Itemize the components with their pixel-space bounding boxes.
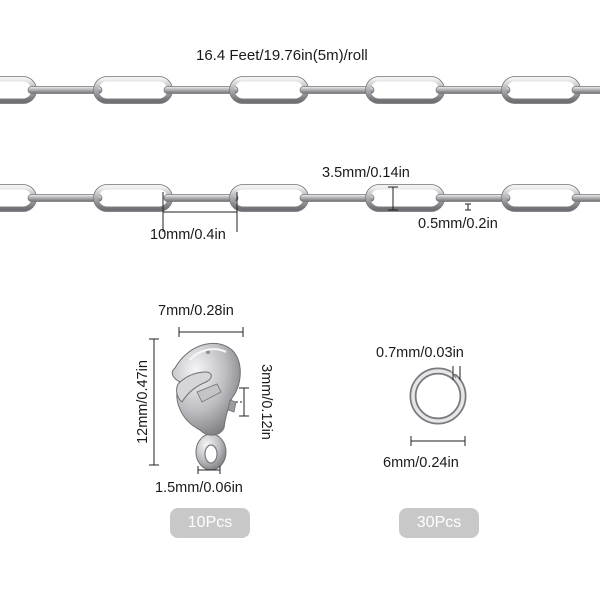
chain-link <box>365 184 445 212</box>
chain-row-top <box>0 76 600 104</box>
chain-link <box>299 194 375 202</box>
wire-thickness-dimension <box>465 203 471 211</box>
wire-thickness-label: 0.5mm/0.2in <box>418 216 498 232</box>
jump-ring <box>409 367 467 425</box>
chain-link <box>501 76 581 104</box>
chain-link <box>27 194 103 202</box>
ring-thickness-dimension <box>452 366 461 380</box>
chain-link <box>27 86 103 94</box>
chain-link <box>435 194 511 202</box>
chain-link <box>229 184 309 212</box>
chain-link <box>435 86 511 94</box>
chain-link <box>571 86 600 94</box>
chain-row-bottom <box>0 184 600 212</box>
clasp-width-dimension <box>178 327 244 337</box>
chain-link <box>501 184 581 212</box>
ring-thickness-label: 0.7mm/0.03in <box>376 345 464 361</box>
link-width-label: 3.5mm/0.14in <box>322 165 410 181</box>
chain-link <box>299 86 375 94</box>
chain-link <box>163 194 239 202</box>
link-width-dimension <box>388 186 398 211</box>
ring-quantity-badge: 30Pcs <box>399 508 479 538</box>
clasp-height-label: 12mm/0.47in <box>135 360 151 444</box>
link-length-dimension <box>162 192 238 232</box>
ring-diameter-label: 6mm/0.24in <box>383 455 459 471</box>
ring-diameter-dimension <box>410 436 466 446</box>
clasp-height-dimension <box>149 338 159 466</box>
link-length-label: 10mm/0.4in <box>150 227 226 243</box>
chain-link <box>571 194 600 202</box>
chain-link <box>229 76 309 104</box>
chain-link <box>93 184 173 212</box>
chain-link <box>163 86 239 94</box>
clasp-ring-label: 1.5mm/0.06in <box>155 480 243 496</box>
clasp-opening-label: 3mm/0.12in <box>258 364 274 440</box>
clasp-ring-dimension <box>197 466 221 474</box>
chain-link <box>93 76 173 104</box>
roll-length-label: 16.4 Feet/19.76in(5m)/roll <box>196 47 368 64</box>
clasp-width-label: 7mm/0.28in <box>158 303 234 319</box>
lobster-clasp <box>171 342 241 471</box>
clasp-opening-dimension <box>236 387 249 417</box>
clasp-quantity-badge: 10Pcs <box>170 508 250 538</box>
chain-link <box>365 76 445 104</box>
